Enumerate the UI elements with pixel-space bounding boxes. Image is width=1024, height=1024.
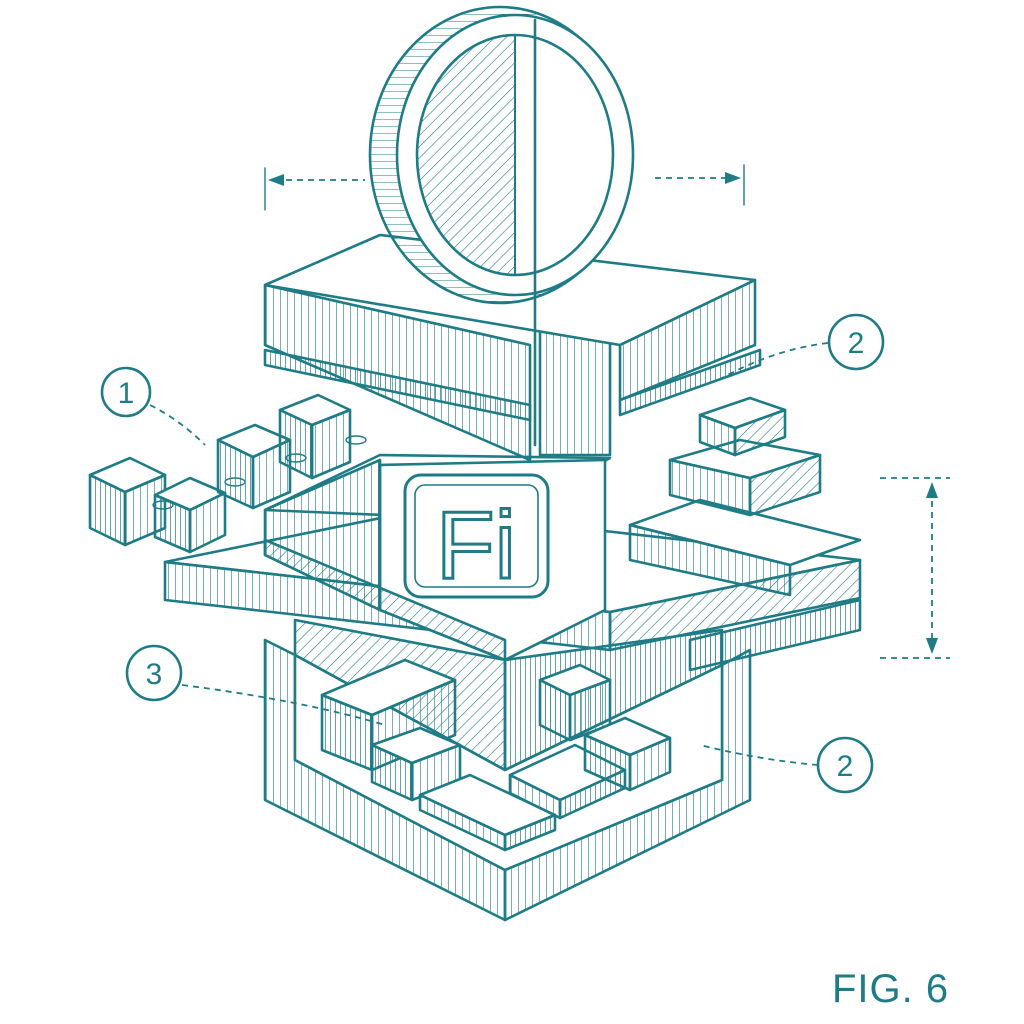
- leader-lines: [149, 342, 829, 766]
- fi-badge: Fi: [403, 473, 550, 601]
- figure-label: FIG. 6: [832, 967, 950, 1011]
- callout-1-label: 1: [118, 377, 135, 410]
- callout-1: 1: [100, 366, 152, 418]
- callout-2-lower: 2: [816, 736, 874, 794]
- callout-2-upper-label: 2: [848, 327, 865, 360]
- chain-cubes: [88, 393, 367, 554]
- internal-blocks: [320, 658, 672, 852]
- fi-badge-label: Fi: [436, 492, 516, 599]
- right-step-blocks: [628, 396, 862, 597]
- callout-3: 3: [125, 644, 183, 702]
- callout-2-lower-label: 2: [837, 750, 854, 783]
- lower-container: [263, 618, 752, 922]
- callout-2-upper: 2: [827, 313, 885, 371]
- coin-icon: [368, 5, 635, 447]
- dimension-arrow-icon: [264, 164, 950, 659]
- callout-3-label: 3: [146, 658, 163, 691]
